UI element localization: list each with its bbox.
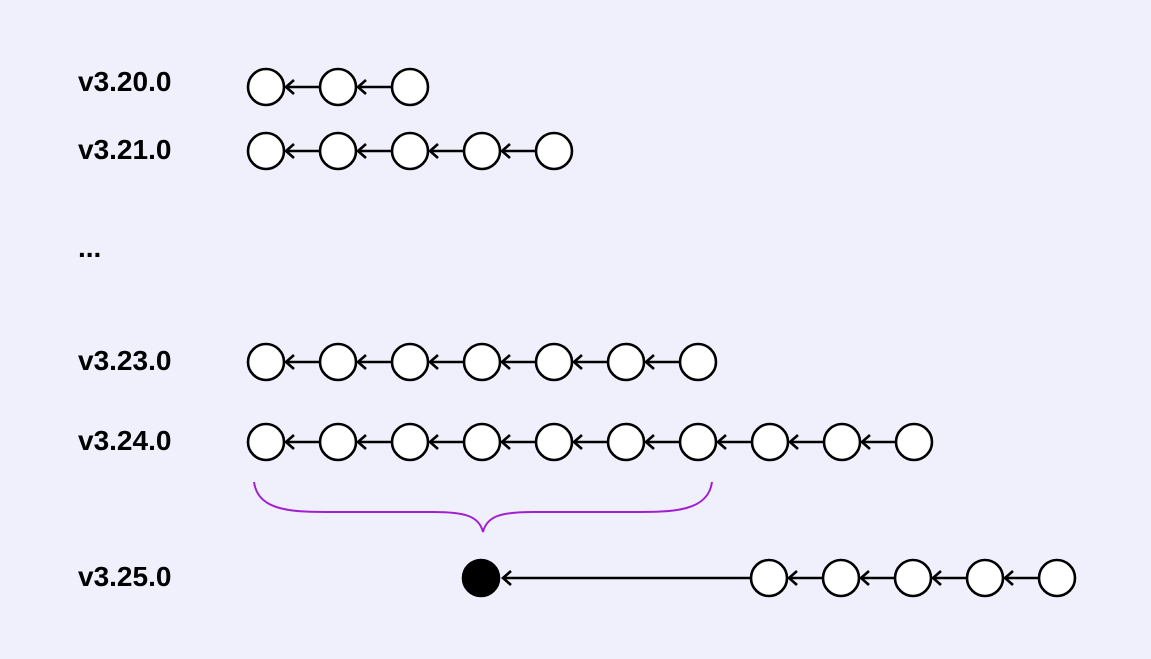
commit-node <box>462 131 502 171</box>
commit-node <box>965 558 1005 598</box>
commit-node <box>893 558 933 598</box>
parent-arrow <box>572 354 608 370</box>
squash-range-brace <box>253 481 713 533</box>
commit-node <box>246 342 286 382</box>
commit-node <box>606 342 646 382</box>
commit-node <box>534 131 574 171</box>
parent-arrow <box>859 570 895 586</box>
parent-arrow <box>284 79 320 95</box>
parent-arrow <box>284 354 320 370</box>
commit-node <box>246 422 286 462</box>
parent-arrow <box>500 434 536 450</box>
parent-arrow <box>428 434 464 450</box>
parent-arrow <box>572 434 608 450</box>
parent-arrow <box>788 434 824 450</box>
commit-node <box>534 342 574 382</box>
parent-arrow <box>500 143 536 159</box>
commit-node <box>822 422 862 462</box>
commit-node <box>246 131 286 171</box>
version-label-v3-24-0: v3.24.0 <box>78 425 172 456</box>
parent-arrow <box>931 570 967 586</box>
squash-arrow <box>501 570 751 586</box>
commit-node <box>390 342 430 382</box>
parent-arrow <box>356 143 392 159</box>
parent-arrow <box>860 434 896 450</box>
parent-arrow <box>284 143 320 159</box>
commit-node <box>390 131 430 171</box>
commit-node <box>246 67 286 107</box>
commit-node <box>390 422 430 462</box>
commit-node <box>749 558 789 598</box>
version-label-v3-20-0: v3.20.0 <box>78 66 172 97</box>
version-label-v3-21-0: v3.21.0 <box>78 134 172 165</box>
commit-node <box>462 342 502 382</box>
commit-node <box>462 422 502 462</box>
squashed-commit-node <box>461 558 501 598</box>
commit-node <box>678 422 718 462</box>
parent-arrow <box>428 354 464 370</box>
commit-node <box>606 422 646 462</box>
version-label-v3-23-0: v3.23.0 <box>78 345 172 376</box>
parent-arrow <box>284 434 320 450</box>
parent-arrow <box>356 354 392 370</box>
commit-node <box>318 422 358 462</box>
commit-node <box>534 422 574 462</box>
commit-node <box>390 67 430 107</box>
parent-arrow <box>716 434 752 450</box>
parent-arrow <box>428 143 464 159</box>
commit-node <box>318 131 358 171</box>
commit-node <box>1037 558 1077 598</box>
parent-arrow <box>644 354 680 370</box>
commit-node <box>318 342 358 382</box>
commit-node <box>678 342 718 382</box>
parent-arrow <box>644 434 680 450</box>
parent-arrow <box>500 354 536 370</box>
parent-arrow <box>356 79 392 95</box>
commit-node <box>821 558 861 598</box>
parent-arrow <box>1003 570 1039 586</box>
commit-node <box>894 422 934 462</box>
ellipsis-label: ... <box>78 232 102 263</box>
parent-arrow <box>356 434 392 450</box>
parent-arrow <box>787 570 823 586</box>
version-label-v3-25-0: v3.25.0 <box>78 561 172 592</box>
commit-node <box>750 422 790 462</box>
commit-node <box>318 67 358 107</box>
